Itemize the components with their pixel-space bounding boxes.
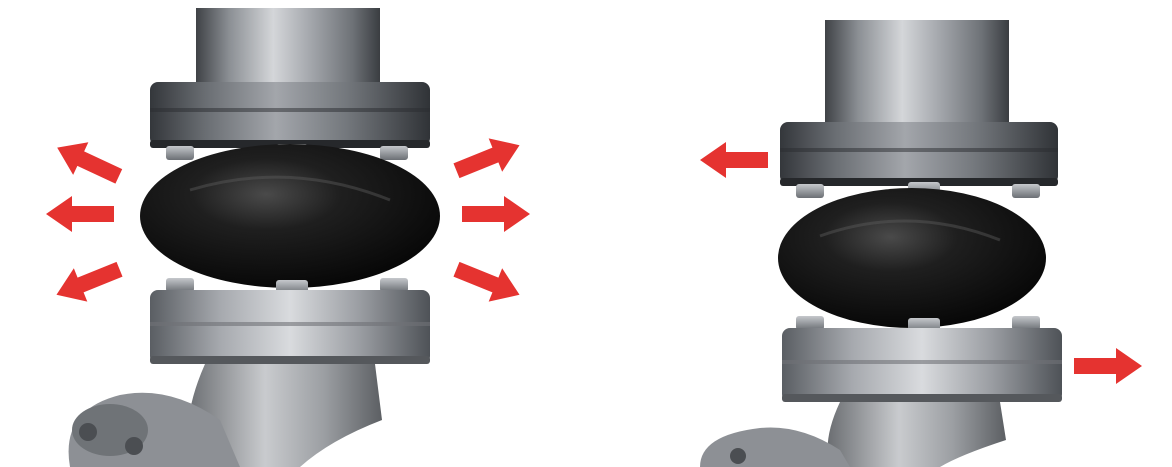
arrow-icon [50, 253, 127, 312]
panel-lateral-offset [700, 20, 1142, 467]
top-pipe [825, 20, 1009, 132]
rubber-bellows [778, 188, 1046, 328]
arrow-icon [50, 131, 127, 192]
valve-body [69, 364, 382, 467]
arrow-icon [450, 253, 527, 312]
bottom-flange [782, 328, 1062, 402]
arrow-icon [46, 196, 114, 232]
bottom-flange [150, 290, 430, 364]
top-flange [150, 82, 430, 148]
top-flange [780, 122, 1058, 186]
valve-body [700, 402, 1006, 467]
arrow-icon [1074, 348, 1142, 384]
arrow-icon [700, 142, 768, 178]
panel-radial-expansion [46, 8, 530, 467]
top-pipe [196, 8, 380, 90]
arrow-icon [462, 196, 530, 232]
arrow-icon [450, 129, 527, 188]
rubber-bellows [140, 144, 440, 288]
